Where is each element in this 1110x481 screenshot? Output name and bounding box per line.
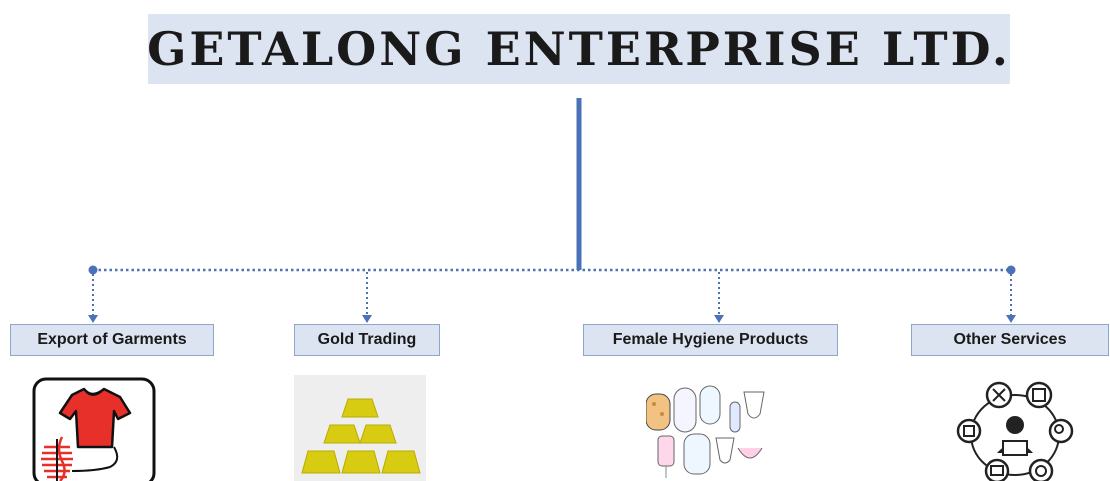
bus-end-right — [1006, 265, 1016, 275]
branch-label: Female Hygiene Products — [612, 331, 809, 348]
branch-export-garments: Export of Garments — [10, 324, 214, 356]
arrow-hygiene — [714, 315, 724, 323]
branch-label: Other Services — [953, 331, 1067, 348]
bus-end-left — [88, 265, 98, 275]
company-title: GETALONG ENTERPRISE LTD. — [147, 22, 1011, 76]
arrow-gold — [362, 315, 372, 323]
arrow-services — [1006, 315, 1016, 323]
branch-female-hygiene: Female Hygiene Products — [583, 324, 838, 356]
gold-bars-icon — [294, 375, 426, 481]
company-title-box: GETALONG ENTERPRISE LTD. — [147, 14, 1011, 84]
garment-icon — [32, 377, 156, 481]
branch-label: Gold Trading — [317, 331, 417, 348]
branch-gold-trading: Gold Trading — [294, 324, 440, 356]
branch-label: Export of Garments — [37, 331, 187, 348]
hygiene-products-icon — [646, 385, 765, 478]
services-icon — [956, 381, 1074, 481]
branch-other-services: Other Services — [911, 324, 1109, 356]
arrow-garments — [88, 315, 98, 323]
